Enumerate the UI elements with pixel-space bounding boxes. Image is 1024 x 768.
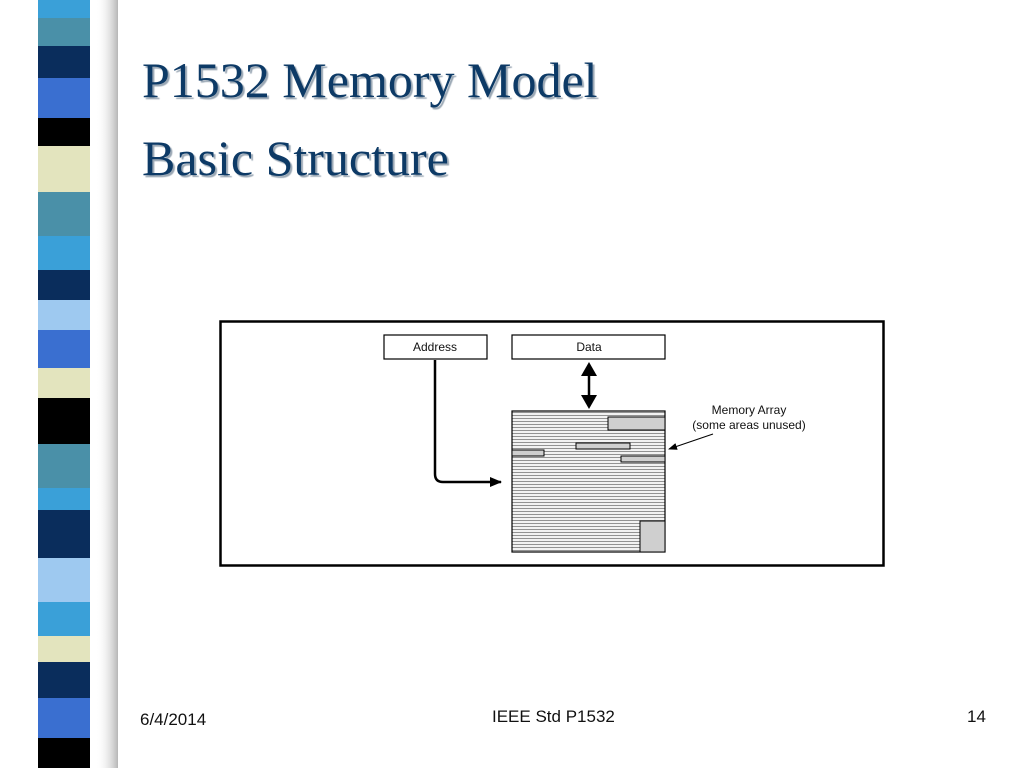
- footer-page-number: 14: [967, 707, 986, 726]
- slide-title-line-2: Basic Structure: [142, 130, 449, 186]
- memory-block-2: [575, 442, 631, 450]
- address-box: Address: [383, 334, 488, 360]
- slide-title-line-1: P1532 Memory Model: [142, 52, 598, 108]
- address-bus-arrow: [433, 360, 502, 487]
- address-label: Address: [413, 340, 457, 354]
- data-bus-arrow: [581, 362, 597, 409]
- memory-array-note: (some areas unused): [692, 418, 805, 432]
- data-box: Data: [511, 334, 666, 360]
- memory-model-diagram: Address Data Memory Array (some areas un…: [219, 320, 885, 567]
- decorative-side-strip: [38, 0, 118, 768]
- memory-block-4: [620, 455, 666, 463]
- memory-array: [511, 410, 666, 553]
- data-label: Data: [576, 340, 602, 354]
- strip-blocks: [38, 0, 90, 768]
- footer-title: IEEE Std P1532: [492, 707, 615, 726]
- memory-block-5: [639, 520, 666, 553]
- memory-array-label: Memory Array: [712, 403, 787, 417]
- memory-block-1: [607, 416, 666, 431]
- memory-block-3: [511, 449, 545, 457]
- strip-shadow: [96, 0, 118, 768]
- footer-date: 6/4/2014: [140, 710, 207, 729]
- memory-array-pointer: [668, 433, 714, 450]
